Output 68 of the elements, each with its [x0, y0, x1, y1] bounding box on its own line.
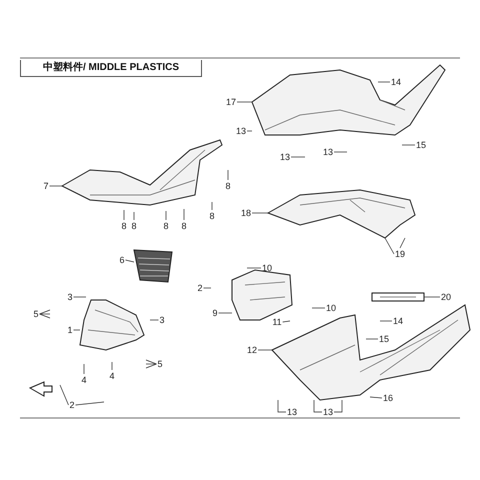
leader-line — [39, 310, 50, 314]
callout-number: 8 — [210, 211, 214, 221]
callout-number: 7 — [44, 181, 48, 191]
leader-line — [125, 260, 134, 262]
plastic-part-drawing — [62, 140, 222, 205]
leader-line — [366, 338, 378, 340]
callout-number: 8 — [182, 221, 186, 231]
leader-line — [246, 130, 252, 132]
leader-line — [146, 364, 157, 368]
leader-line — [334, 400, 342, 412]
leader-line — [73, 296, 86, 298]
callout-number: 10 — [326, 303, 336, 313]
leader-line — [218, 312, 232, 314]
leader-line — [146, 360, 157, 364]
callout-number: 5 — [34, 309, 38, 319]
callout-number: 13 — [280, 152, 290, 162]
callout-number: 13 — [323, 407, 333, 417]
leader-line — [290, 156, 306, 158]
callout-number: 3 — [160, 315, 164, 325]
callout-number: 16 — [383, 393, 393, 403]
callout-number: 12 — [247, 345, 257, 355]
leader-line — [400, 238, 406, 248]
leader-line — [384, 238, 394, 254]
leader-line — [60, 384, 69, 406]
callout-number: 18 — [241, 208, 251, 218]
leader-line — [282, 320, 290, 322]
callout-number: 8 — [122, 221, 126, 231]
callout-number: 14 — [393, 316, 403, 326]
leader-line — [75, 402, 104, 406]
callout-number: 6 — [120, 255, 124, 265]
callout-number: 4 — [82, 375, 86, 385]
callout-number: 14 — [391, 77, 401, 87]
leader-line — [402, 144, 416, 146]
leader-line — [278, 400, 286, 412]
plastic-part-drawing — [268, 190, 415, 238]
callout-number: 19 — [395, 249, 405, 259]
leader-line — [380, 320, 392, 322]
callout-number: 13 — [323, 147, 333, 157]
leader-line — [252, 212, 268, 214]
callout-number: 3 — [68, 292, 72, 302]
leader-line — [314, 400, 322, 412]
callout-number: 8 — [132, 221, 136, 231]
plastic-part-drawing — [134, 250, 172, 282]
callout-number: 8 — [164, 221, 168, 231]
title-bar: 中塑料件/ MIDDLE PLASTICS — [20, 60, 202, 77]
callout-number: 9 — [212, 308, 218, 318]
callout-number: 2 — [70, 400, 74, 410]
callout-number: 10 — [262, 263, 272, 273]
plastic-part-drawing — [232, 270, 292, 320]
leader-line — [39, 314, 50, 318]
callout-number: 13 — [236, 126, 246, 136]
leader-line — [370, 396, 382, 398]
leader-line — [424, 296, 440, 298]
plastic-part-drawing — [272, 305, 470, 400]
callout-number: 20 — [441, 292, 451, 302]
callout-number: 8 — [226, 181, 230, 191]
callout-number: 5 — [158, 359, 162, 369]
callout-number: 1 — [68, 325, 72, 335]
callout-number: 4 — [110, 371, 114, 381]
plastic-part-drawing — [252, 65, 445, 135]
callout-number: 17 — [226, 97, 236, 107]
callout-number: 15 — [379, 334, 389, 344]
plastic-part-drawing — [372, 293, 424, 301]
callout-number: 11 — [272, 317, 282, 327]
plastic-part-drawing — [80, 300, 144, 350]
callout-number: 13 — [287, 407, 297, 417]
callout-number: 2 — [198, 283, 202, 293]
callout-number: 15 — [416, 140, 426, 150]
